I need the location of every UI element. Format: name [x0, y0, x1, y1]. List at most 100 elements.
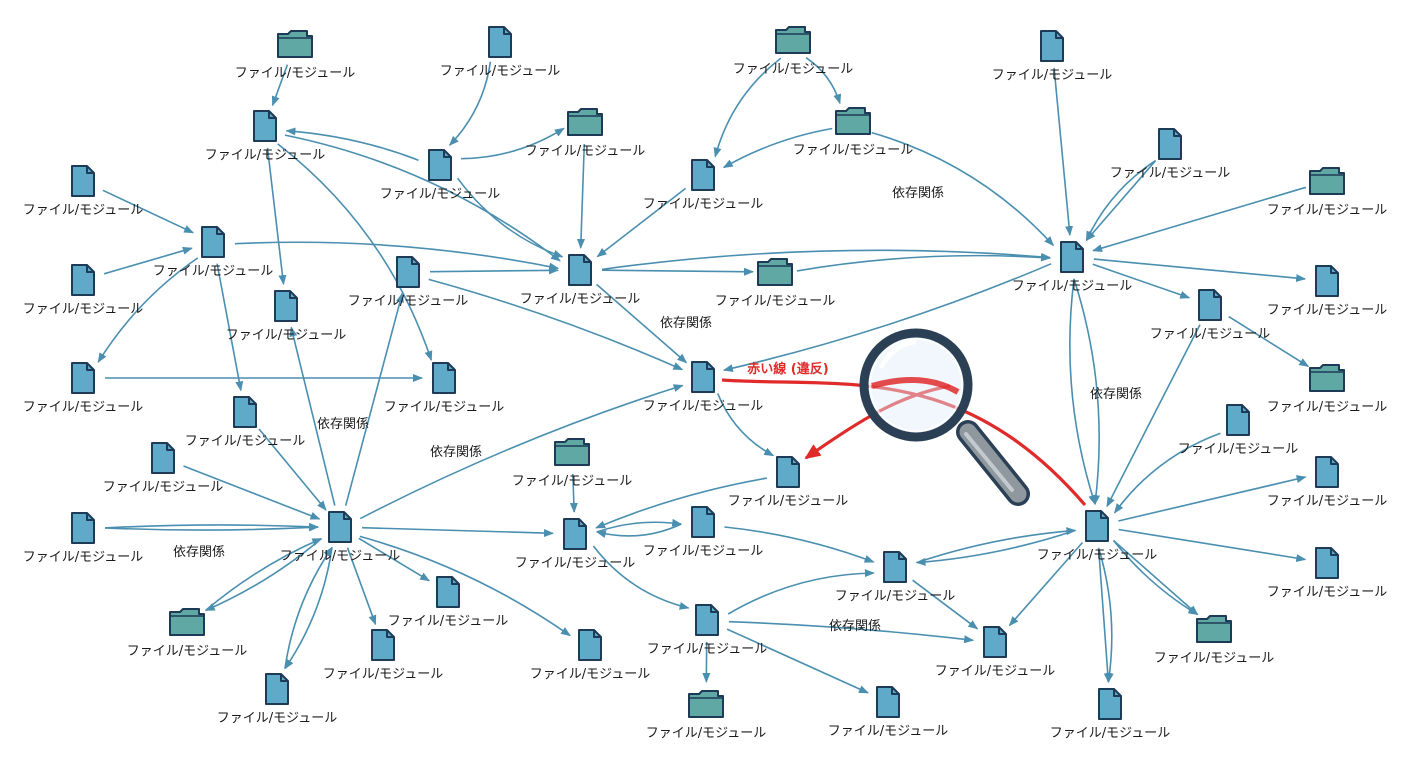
module-node: ファイル/モジュール: [1267, 547, 1387, 600]
dependency-edge: [577, 143, 586, 249]
file-icon: [1158, 128, 1182, 160]
folder-icon: [775, 26, 811, 54]
dependency-edge: [204, 537, 322, 612]
dependency-edge: [1093, 258, 1307, 283]
module-label: ファイル/モジュール: [646, 726, 766, 741]
module-label: ファイル/モジュール: [323, 667, 443, 682]
module-label: ファイル/モジュール: [185, 434, 305, 449]
file-icon: [396, 256, 420, 288]
dependency-edge: [183, 465, 321, 520]
file-icon: [1060, 241, 1084, 273]
file-icon: [328, 511, 352, 543]
folder-icon: [169, 608, 205, 636]
module-label: ファイル/モジュール: [1154, 651, 1274, 666]
file-icon: [1098, 688, 1122, 720]
file-icon: [1040, 30, 1064, 62]
module-label: ファイル/モジュール: [715, 294, 835, 309]
module-node: ファイル/モジュール: [935, 626, 1055, 679]
folder-icon: [277, 30, 313, 58]
module-label: ファイル/モジュール: [643, 197, 763, 212]
dependency-edge: [102, 189, 195, 234]
dependency-edge: [266, 147, 287, 286]
module-node: ファイル/モジュール: [1037, 510, 1157, 563]
module-label: ファイル/モジュール: [643, 399, 763, 414]
module-label: ファイル/モジュール: [828, 724, 948, 739]
edges-layer: [97, 57, 1310, 694]
file-icon: [265, 673, 289, 705]
module-label: ファイル/モジュール: [728, 494, 848, 509]
dependency-edge: [234, 241, 560, 271]
module-label: ファイル/モジュール: [153, 264, 273, 279]
dependency-edge: [726, 628, 869, 694]
module-label: ファイル/モジュール: [235, 66, 355, 81]
module-label: ファイル/モジュール: [733, 62, 853, 77]
module-node: ファイル/モジュール: [1012, 241, 1132, 294]
dependency-edge: [592, 545, 690, 610]
dependency-edge: [346, 547, 377, 626]
module-node: ファイル/モジュール: [646, 690, 766, 741]
module-label: ファイル/モジュール: [530, 667, 650, 682]
module-node: ファイル/モジュール: [23, 512, 143, 565]
violation-layer: [721, 378, 1087, 507]
file-icon: [428, 149, 452, 181]
violation-edge-arrow: [804, 384, 951, 460]
dependency-edge: [205, 537, 323, 612]
module-label: ファイル/モジュール: [380, 187, 500, 202]
module-node: ファイル/モジュール: [512, 438, 632, 489]
module-label: ファイル/モジュール: [1150, 327, 1270, 342]
module-label: ファイル/モジュール: [23, 400, 143, 415]
folder-icon: [688, 690, 724, 718]
file-icon: [233, 396, 257, 428]
dependency-edge: [1073, 278, 1101, 506]
module-label: ファイル/モジュール: [23, 550, 143, 565]
module-node: ファイル/モジュール: [23, 264, 143, 317]
file-icon: [695, 604, 719, 636]
module-label: ファイル/モジュール: [835, 589, 955, 604]
dependency-edge: [1097, 547, 1112, 684]
dependency-edge: [277, 143, 433, 362]
module-node: ファイル/モジュール: [530, 629, 650, 682]
module-node: ファイル/モジュール: [348, 256, 468, 309]
file-icon: [71, 165, 95, 197]
dependency-edge: [284, 134, 561, 262]
module-node: ファイル/モジュール: [828, 686, 948, 739]
file-icon: [71, 362, 95, 394]
module-node: ファイル/モジュール: [226, 290, 346, 343]
file-icon: [578, 629, 602, 661]
violation-label: 赤い線 (違反): [747, 361, 828, 377]
module-node: ファイル/モジュール: [185, 396, 305, 449]
dependency-edge: [284, 546, 333, 669]
module-label: ファイル/モジュール: [217, 711, 337, 726]
module-label: ファイル/モジュール: [793, 143, 913, 158]
module-node: ファイル/モジュール: [643, 159, 763, 212]
file-icon: [201, 226, 225, 258]
dependency-edge: [359, 384, 684, 520]
module-node: ファイル/モジュール: [1267, 456, 1387, 509]
module-node: ファイル/モジュール: [280, 511, 400, 564]
dependency-edge: [596, 283, 688, 364]
module-node: ファイル/モジュール: [715, 258, 835, 309]
module-node: ファイル/モジュール: [235, 30, 355, 81]
module-node: ファイル/モジュール: [647, 604, 767, 657]
dependency-edge: [359, 535, 571, 637]
module-label: ファイル/モジュール: [127, 644, 247, 659]
file-icon: [1315, 456, 1339, 488]
dependency-label: 依存関係: [317, 417, 369, 432]
folder-icon: [757, 258, 793, 286]
dependency-edge: [912, 579, 979, 630]
dependency-edge: [1053, 67, 1074, 237]
module-node: ファイル/モジュール: [205, 110, 325, 163]
dependency-edge: [916, 527, 1077, 564]
dependency-edge: [361, 526, 554, 538]
module-node: ファイル/モジュール: [217, 673, 337, 726]
module-label: ファイル/モジュール: [992, 68, 1112, 83]
file-icon: [1226, 404, 1250, 436]
folder-icon: [1309, 167, 1345, 195]
dependency-edge: [104, 522, 319, 531]
dependency-edge: [216, 263, 244, 392]
module-node: ファイル/モジュール: [733, 26, 853, 77]
module-node: ファイル/モジュール: [323, 629, 443, 682]
dependency-edge: [595, 523, 682, 538]
module-node: ファイル/モジュール: [1178, 404, 1298, 457]
